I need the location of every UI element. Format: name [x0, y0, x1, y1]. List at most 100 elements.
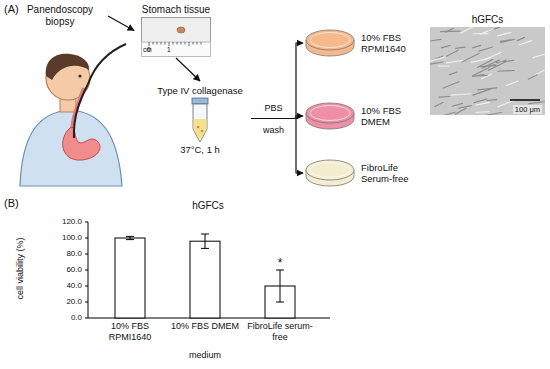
- node-text: Panendoscopy biopsy: [14, 4, 106, 28]
- y-tick: [85, 270, 88, 271]
- cell-streak: [451, 94, 471, 95]
- dish-rim: [310, 163, 350, 178]
- ruler-number: 0: [147, 46, 151, 54]
- cell-streak: [430, 57, 446, 62]
- cell-streak: [535, 69, 545, 75]
- cell-streak: [455, 108, 466, 114]
- cell-streak: [497, 33, 506, 36]
- cell-streak: [519, 41, 531, 45]
- ruler-tick: [201, 42, 202, 45]
- cell-streak: [460, 27, 475, 33]
- ruler-tick: [193, 42, 194, 45]
- ruler-strip: [142, 42, 211, 57]
- bar-chart: [85, 222, 330, 318]
- culture-dish: 10% FBS DMEM: [304, 101, 426, 131]
- tick-label: 120.0: [40, 217, 82, 227]
- cell-streak: [533, 54, 545, 58]
- category-label: 10% FBS DMEM: [170, 321, 240, 332]
- cell-streak: [471, 58, 489, 62]
- ruler-tick: [181, 42, 182, 45]
- cell-streak: [517, 37, 524, 40]
- y-tick: [85, 318, 88, 319]
- dish-rim: [310, 106, 350, 121]
- cell-streak: [498, 70, 514, 72]
- node-text: 10% FBS DMEM: [361, 105, 425, 128]
- chart-title: hGFCs: [168, 200, 248, 212]
- dish-rim: [310, 33, 350, 48]
- error-bar: [276, 270, 284, 302]
- tick-label: 60.0: [40, 265, 82, 275]
- ruler-number: 1: [167, 46, 171, 54]
- cell-streak: [456, 47, 466, 48]
- cell-streak: [441, 45, 450, 47]
- cell-streak: [528, 75, 537, 79]
- cell-streak: [479, 47, 492, 51]
- cell-streak: [476, 102, 489, 105]
- cell-streak: [476, 111, 489, 113]
- significance-mark: *: [270, 256, 290, 270]
- cell-streak: [482, 60, 499, 68]
- y-tick: [85, 302, 88, 303]
- cell-streak: [487, 99, 497, 101]
- hair: [46, 54, 89, 80]
- ruler-tick: [185, 42, 186, 45]
- cell-streak: [443, 82, 459, 88]
- cell-micrograph: [430, 27, 545, 115]
- error-bar: [201, 234, 209, 248]
- cell-streak: [452, 103, 462, 106]
- bar: [115, 238, 145, 318]
- petri-dish: [304, 28, 356, 58]
- cell-streak: [439, 96, 450, 98]
- y-tick: [85, 254, 88, 255]
- cell-streak: [501, 40, 511, 42]
- node-text: Stomach tissue: [136, 4, 216, 15]
- stomach: [63, 127, 100, 160]
- digestion-tube: Type IV collagenase 37°C, 1 h: [150, 82, 250, 155]
- tick-label: 80.0: [40, 249, 82, 259]
- cell-streak: [473, 33, 488, 34]
- node-text: Type IV collagenase: [150, 85, 250, 96]
- cell-streak: [473, 45, 481, 48]
- eye: [78, 74, 81, 77]
- tick-label: 0.0: [40, 313, 82, 323]
- ruler-tick: [153, 42, 154, 45]
- tissue-sample: [177, 27, 185, 33]
- edge-label: PBS wash: [259, 97, 289, 141]
- step-label: Panendoscopy biopsy: [14, 4, 106, 28]
- cell-streak: [446, 28, 453, 32]
- cell-streak: [435, 103, 443, 107]
- ruler-tick: [197, 42, 198, 45]
- flow-arrow: [176, 58, 200, 81]
- node-text: hGFCs: [430, 14, 545, 25]
- cell-streak: [496, 60, 513, 62]
- cell-streak: [430, 62, 443, 65]
- tube-liquid: [194, 119, 207, 141]
- cell-streak: [440, 31, 460, 33]
- category-label: FibroLife serum-free: [245, 321, 315, 343]
- ruler-tick: [161, 42, 162, 45]
- tube-body: [193, 104, 207, 142]
- dish-top: [306, 160, 354, 180]
- cell-streak: [444, 112, 454, 115]
- scale-bar: [510, 99, 540, 101]
- tissue-bit: [201, 130, 203, 132]
- dish-top: [306, 30, 354, 50]
- node-text: FibroLife Serum-free: [361, 162, 425, 185]
- flow-arrow: [108, 16, 134, 31]
- endoscope: [74, 44, 126, 138]
- ruler-tick: [149, 42, 150, 46]
- axis-title: medium: [165, 350, 245, 361]
- tick-label: 100.0: [40, 233, 82, 243]
- cell-streak: [439, 65, 449, 66]
- panel-label: (A): [4, 3, 26, 16]
- cell-streak: [484, 112, 502, 115]
- cell-streak: [459, 106, 471, 109]
- tick-label: 40.0: [40, 281, 82, 291]
- photo-frame: 100 μm: [430, 27, 545, 115]
- cell-photo: hGFCs 100 μm: [430, 14, 545, 115]
- node-text: 37°C, 1 h: [150, 144, 250, 155]
- petri-dish: [304, 158, 356, 188]
- cell-streak: [479, 65, 496, 67]
- cell-streak: [446, 60, 463, 63]
